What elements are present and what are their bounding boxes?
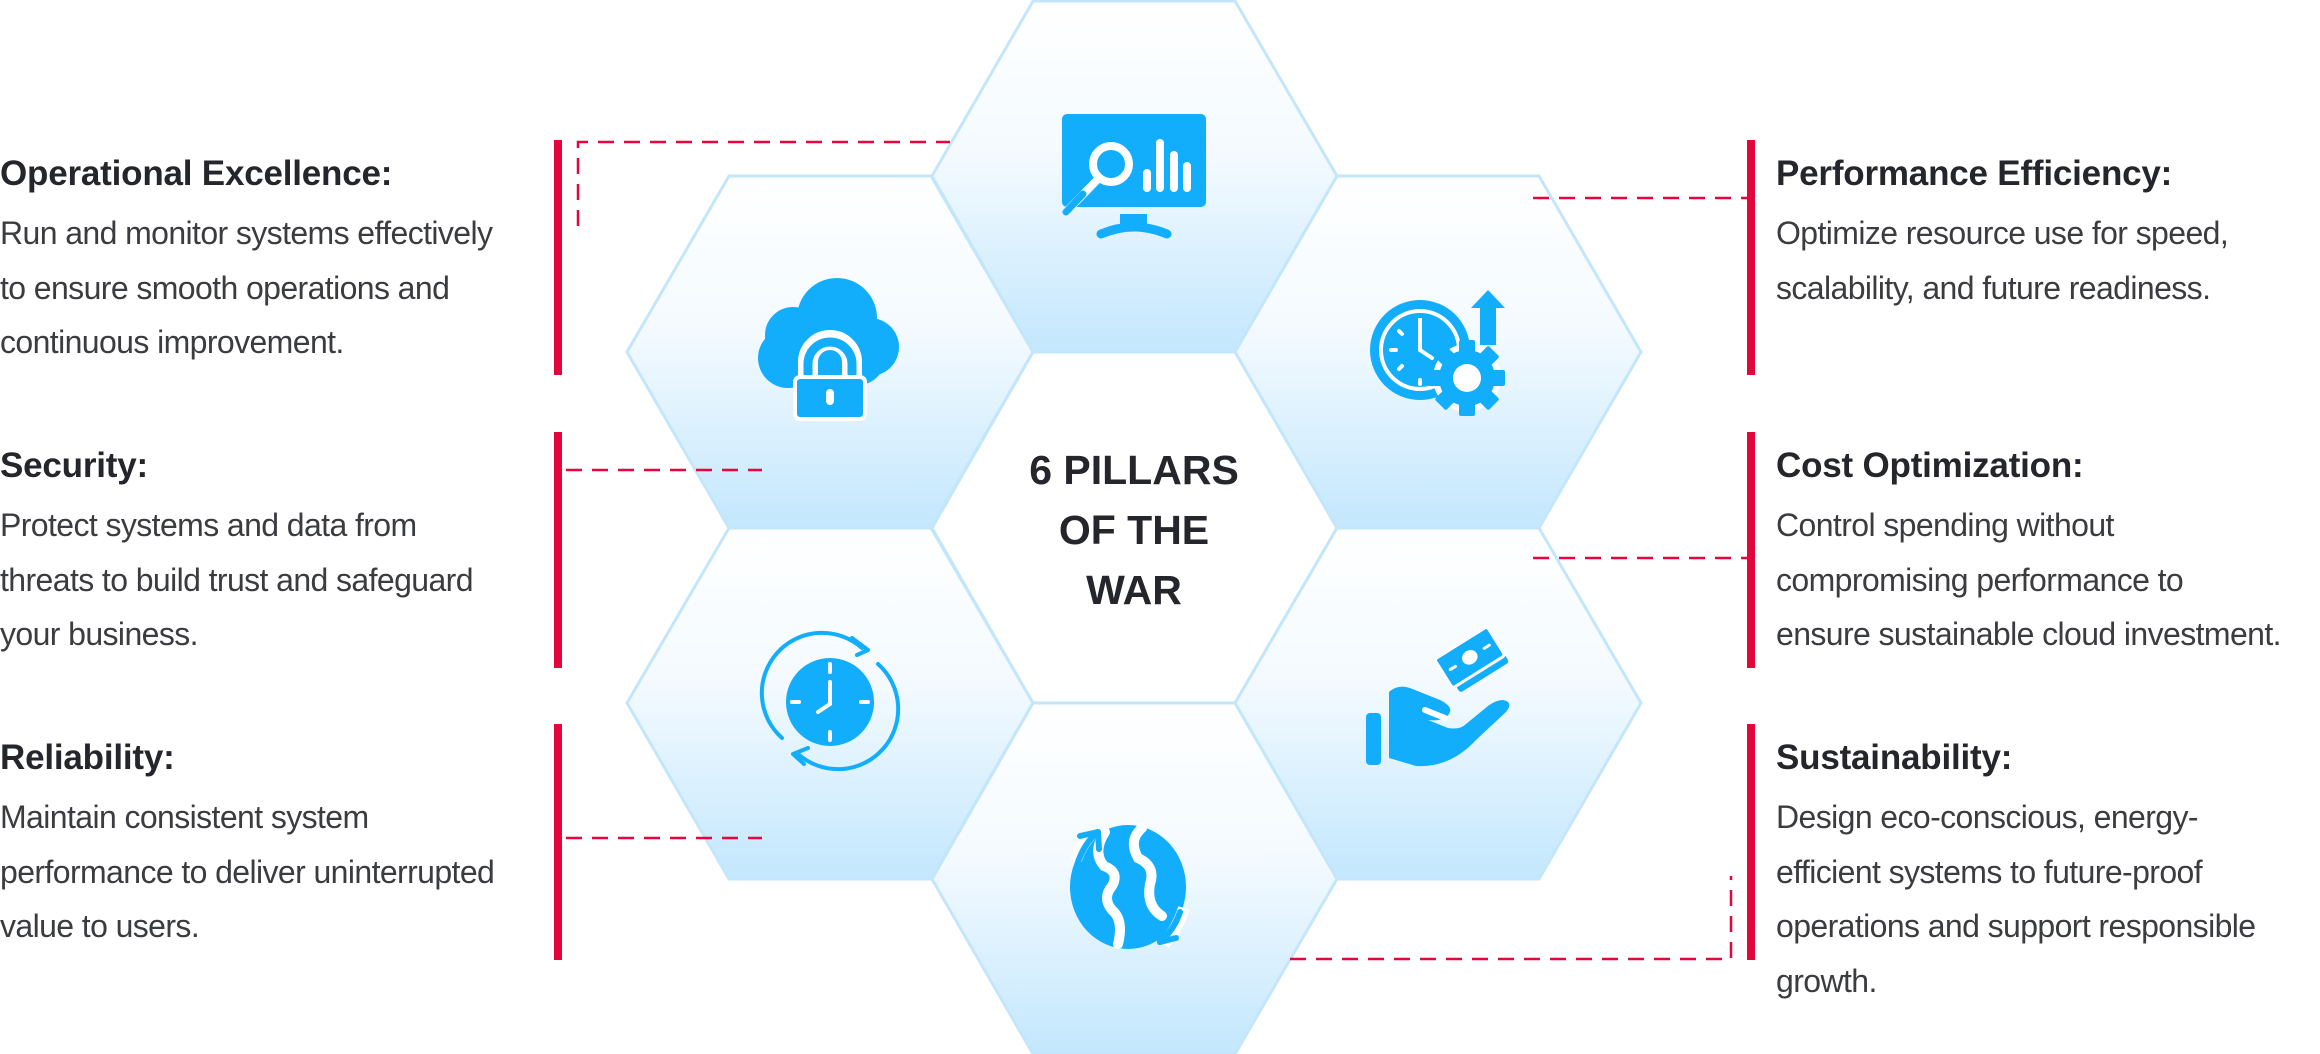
description-line: operations and support responsible [1776, 908, 2256, 944]
cloud-lock-icon [758, 278, 899, 421]
description-line: to ensure smooth operations and [0, 269, 450, 306]
description-line: Run and monitor systems effectively [0, 215, 493, 251]
pillar-sustainability: Sustainability: Design eco-conscious, en… [1776, 736, 2320, 1008]
pillar-description: Protect systems and data from threats to… [0, 498, 560, 662]
center-title-line-3: WAR [1086, 567, 1182, 613]
description-line: Protect systems and data from [0, 507, 417, 543]
description-line: continuous improvement. [0, 324, 344, 360]
accent-bar-security [554, 432, 562, 668]
accent-bar-sustainability [1747, 724, 1755, 960]
connector-operational-excellence [576, 140, 950, 226]
monitor-analytics-icon [1062, 114, 1206, 239]
pillar-operational-excellence: Operational Excellence: Run and monitor … [0, 152, 560, 370]
clock-gear-arrow-icon [1370, 290, 1505, 416]
accent-bar-operational-excellence [554, 140, 562, 375]
description-line: value to users. [0, 908, 200, 944]
description-line: ensure sustainable cloud investment. [1776, 616, 2282, 652]
description-line: scalability, and future readiness. [1776, 269, 2211, 306]
accent-bars [554, 140, 1755, 960]
pillar-description: Control spending without compromising pe… [1776, 498, 2320, 662]
clock-cycle-icon [759, 630, 901, 772]
pillar-description: Maintain consistent system performance t… [0, 790, 560, 954]
description-line: Maintain consistent system [0, 799, 369, 835]
pillar-title: Cost Optimization: [1776, 446, 2084, 485]
description-line: your business. [0, 616, 199, 652]
connector-sustainability [1290, 876, 1733, 961]
pillar-description: Run and monitor systems effectively to e… [0, 206, 560, 370]
pillar-title: Security: [0, 446, 148, 485]
pillar-title: Reliability: [0, 738, 175, 777]
pillar-reliability: Reliability: Maintain consistent system … [0, 736, 560, 954]
pillar-description: Optimize resource use for speed, scalabi… [1776, 206, 2320, 315]
hand-money-icon [1366, 626, 1510, 767]
center-title-line-1: 6 PILLARS [1029, 447, 1239, 493]
pillar-cost-optimization: Cost Optimization: Control spending with… [1776, 444, 2320, 662]
pillar-title: Operational Excellence: [0, 154, 393, 193]
accent-bar-cost-optimization [1747, 432, 1755, 668]
description-line: compromising performance to [1776, 561, 2184, 598]
center-title: 6 PILLARS OF THE WAR [1000, 440, 1268, 620]
pillar-security: Security: Protect systems and data from … [0, 444, 560, 662]
globe-cycle-icon [1070, 823, 1190, 949]
accent-bar-performance-efficiency [1747, 140, 1755, 375]
description-line: performance to deliver uninterrupted [0, 853, 495, 890]
accent-bar-reliability [554, 724, 562, 960]
connector-lines [566, 140, 1747, 961]
pillar-performance-efficiency: Performance Efficiency: Optimize resourc… [1776, 152, 2320, 315]
pillar-title: Performance Efficiency: [1776, 154, 2173, 193]
center-title-line-2: OF THE [1058, 507, 1210, 553]
description-line: Optimize resource use for speed, [1776, 215, 2229, 251]
description-line: efficient systems to future-proof [1776, 853, 2203, 890]
description-line: growth. [1776, 962, 1877, 999]
description-line: Control spending without [1776, 507, 2114, 543]
pillar-description: Design eco-conscious, energy- efficient … [1776, 790, 2320, 1008]
pillar-title: Sustainability: [1776, 738, 2013, 777]
description-line: Design eco-conscious, energy- [1776, 799, 2199, 835]
description-line: threats to build trust and safeguard [0, 561, 474, 598]
